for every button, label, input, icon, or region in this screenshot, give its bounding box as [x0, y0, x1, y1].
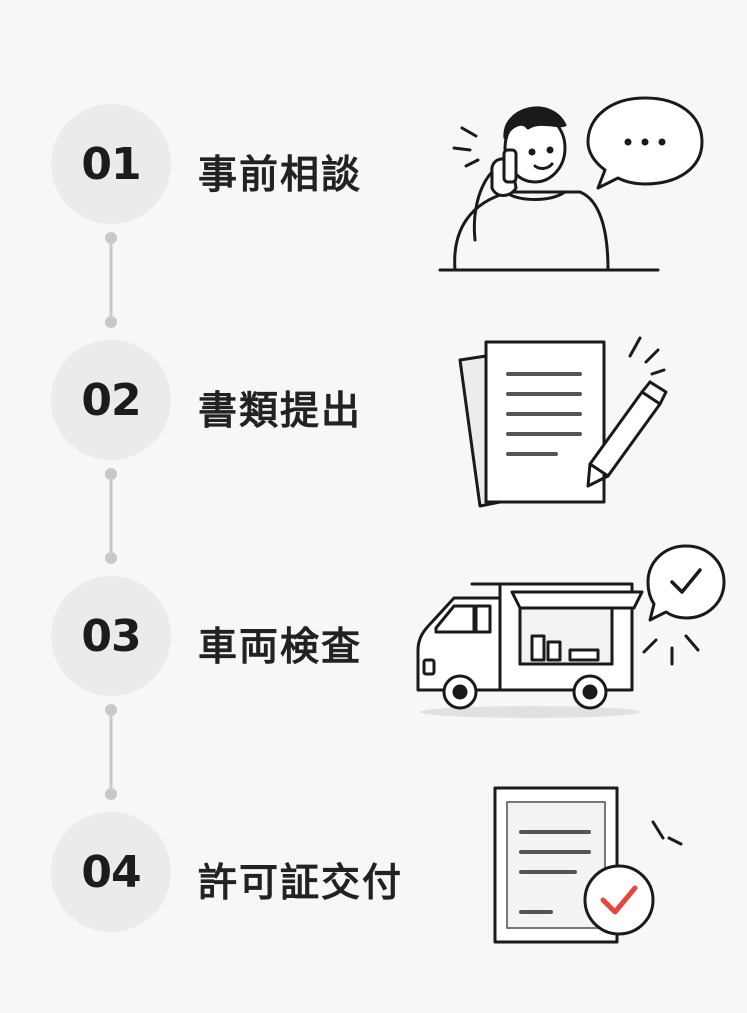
step-title: 書類提出 — [198, 389, 363, 434]
step-number: 04 — [51, 812, 171, 932]
phone-consultation-illustration — [438, 96, 704, 272]
certificate-approved-illustration — [493, 786, 683, 944]
step-connector — [105, 468, 117, 564]
step-number: 01 — [51, 104, 171, 224]
step-connector — [105, 232, 117, 328]
step-1: 01 事前相談 — [0, 100, 747, 280]
food-truck-inspection-illustration — [416, 544, 726, 718]
step-4: 04 許可証交付 — [0, 808, 747, 988]
document-pen-illustration — [458, 336, 668, 508]
step-2: 02 書類提出 — [0, 336, 747, 516]
step-number: 03 — [51, 576, 171, 696]
step-title: 許可証交付 — [198, 861, 404, 906]
step-title: 車両検査 — [198, 625, 363, 670]
step-title: 事前相談 — [198, 153, 363, 198]
step-3: 03 車両検査 — [0, 572, 747, 752]
step-connector — [105, 704, 117, 800]
step-number: 02 — [51, 340, 171, 460]
